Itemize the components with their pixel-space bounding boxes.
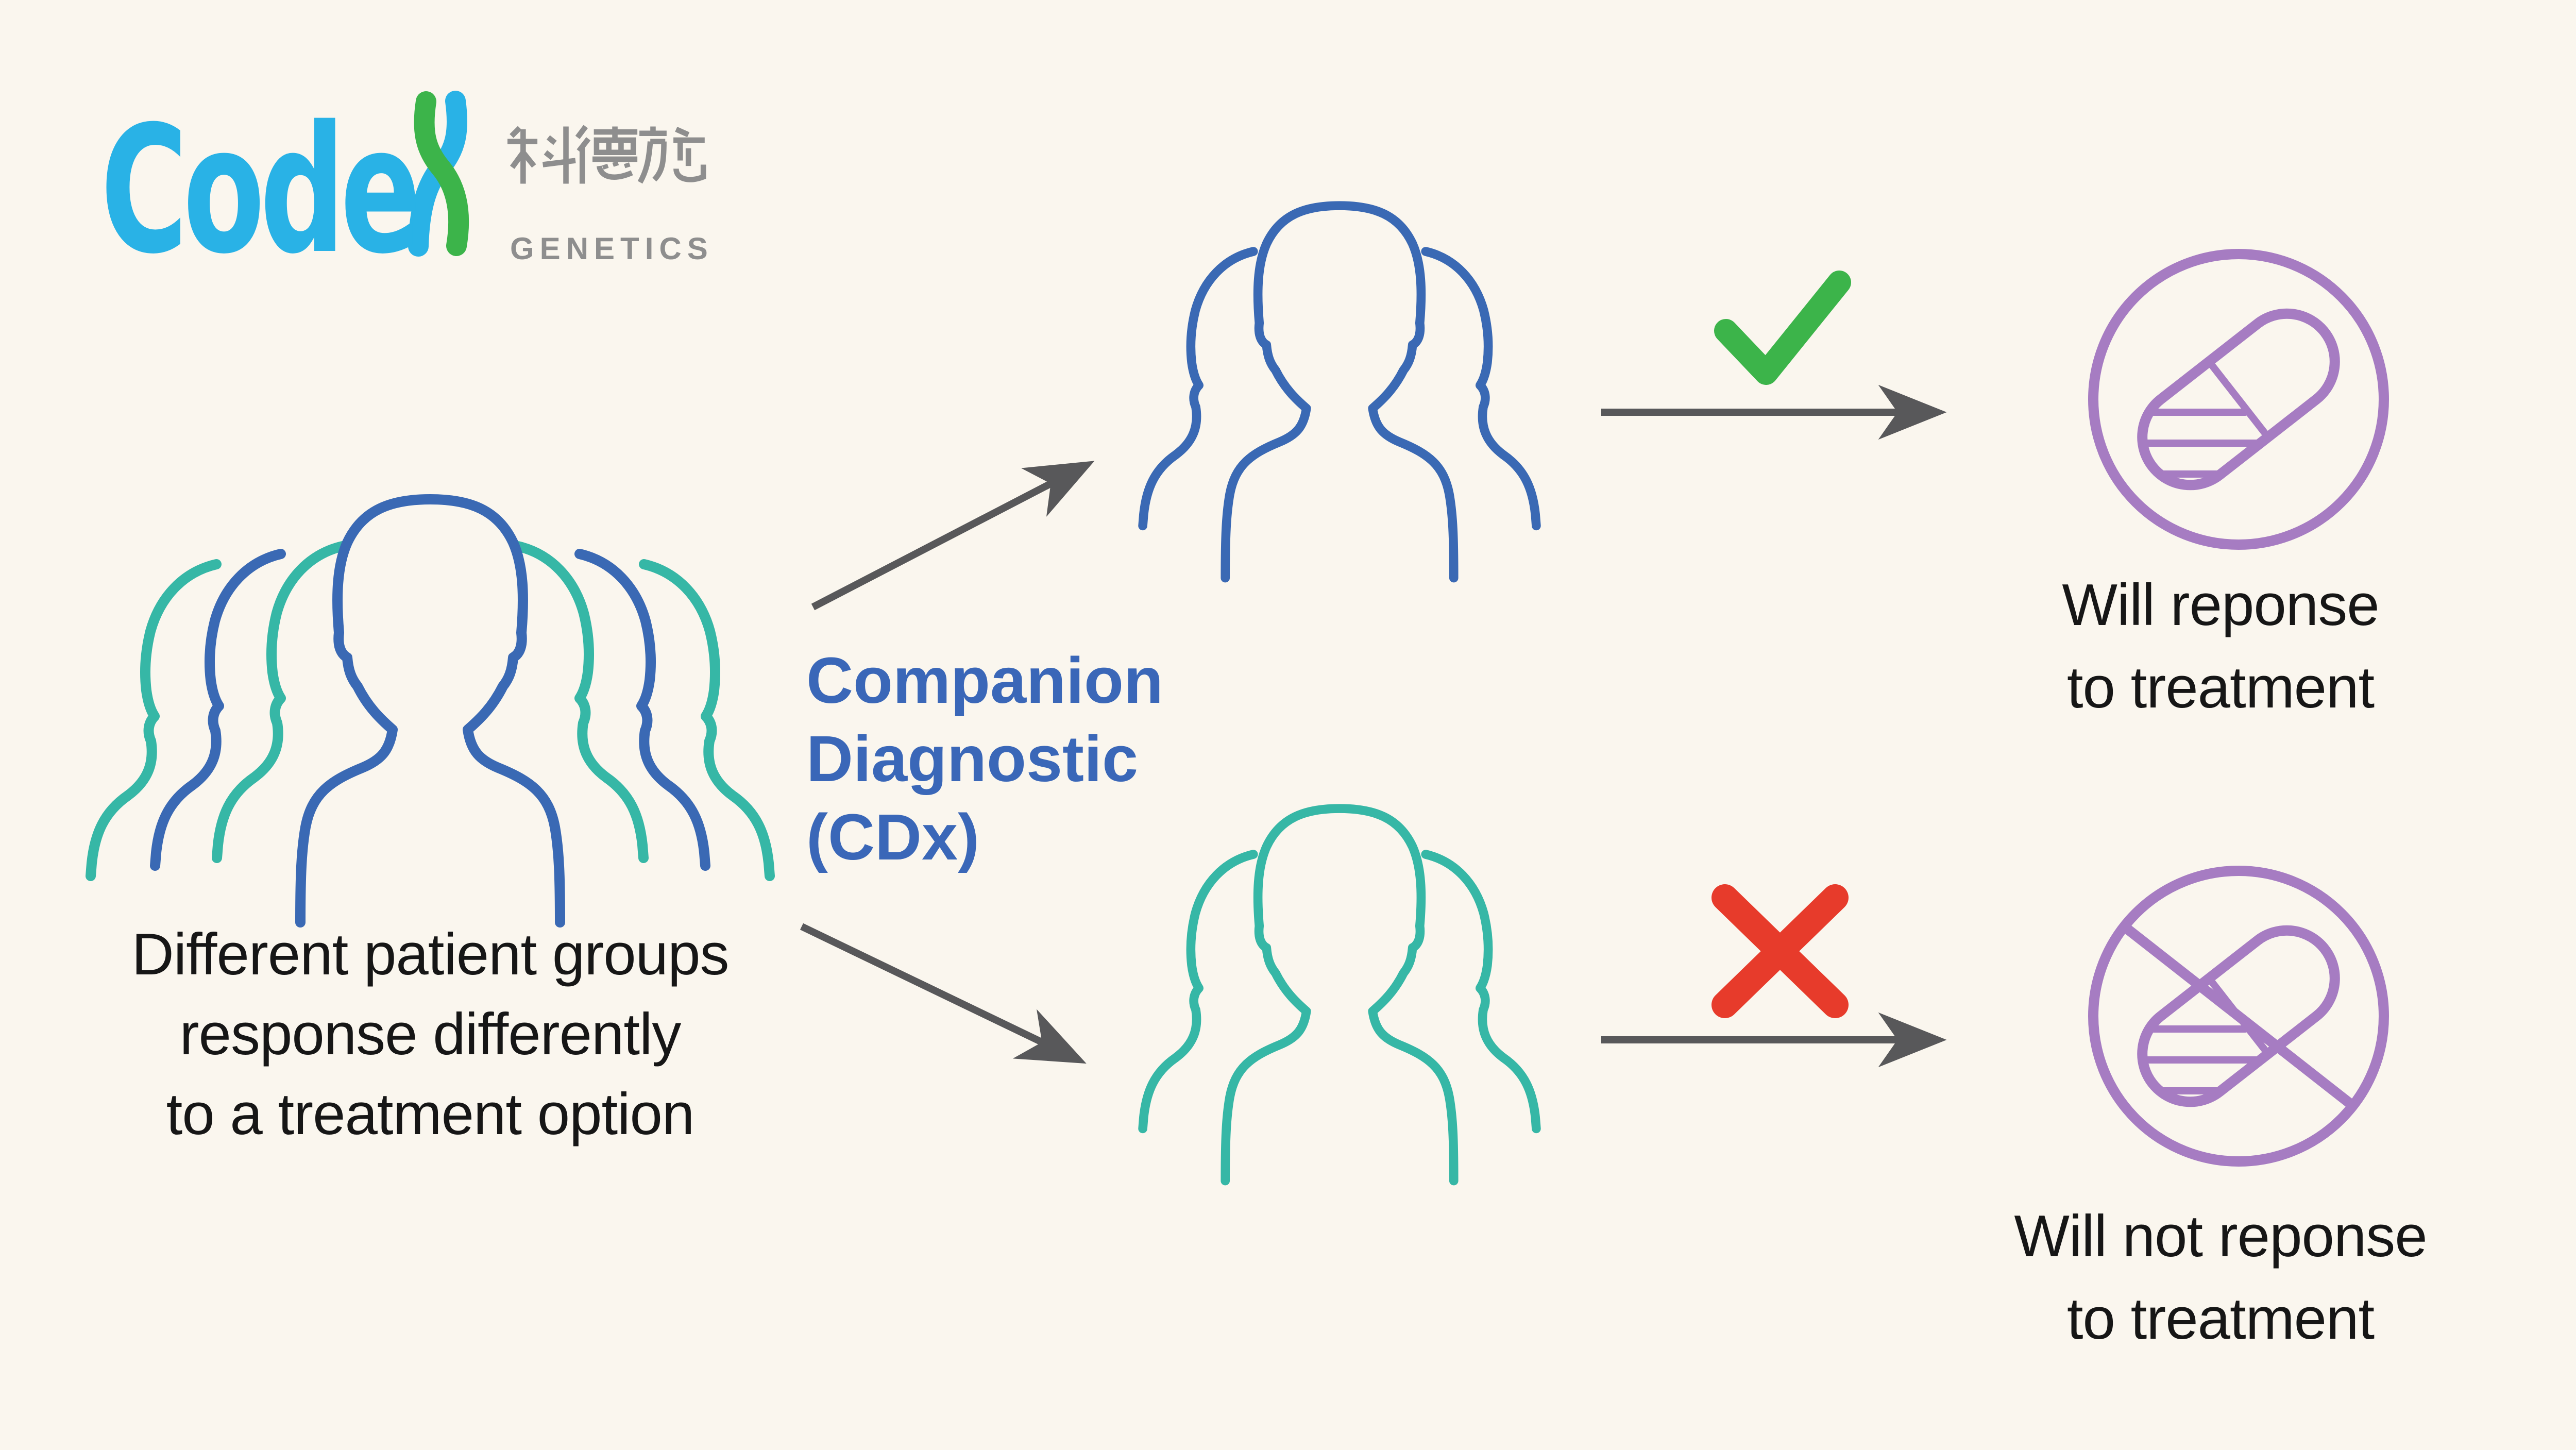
- checkmark-icon: [1714, 271, 1851, 385]
- caption-line: Different patient groups: [131, 922, 730, 987]
- logo-wordmark: Code: [100, 89, 421, 293]
- cdx-line: Diagnostic: [806, 722, 1139, 795]
- responders-group-icon: [1143, 206, 1536, 578]
- cdx-line: Companion: [806, 644, 1163, 717]
- caption-line: to a treatment option: [166, 1082, 695, 1147]
- cdx-label: Companion Diagnostic (CDx): [806, 642, 1270, 876]
- cdx-arrow-down-icon: [800, 923, 1087, 1064]
- patients-group-icon: [91, 499, 770, 922]
- pill-icon: [2088, 249, 2389, 550]
- cross-icon: [1711, 884, 1849, 1018]
- caption-line: to treatment: [2066, 1286, 2375, 1352]
- cdx-arrow-up-icon: [811, 461, 1095, 611]
- caption-line: Will reponse: [2062, 572, 2379, 638]
- caption-line: Will not reponse: [2014, 1204, 2427, 1269]
- caption-line: response differently: [179, 1002, 682, 1067]
- patients-caption: Different patient groups response differ…: [70, 915, 791, 1154]
- logo-genetics-label: GENETICS: [510, 231, 714, 266]
- pill-crossed-icon: [2088, 866, 2389, 1167]
- cdx-line: (CDx): [806, 801, 979, 873]
- logo-chinese-text: [507, 125, 706, 184]
- caption-line: to treatment: [2066, 655, 2375, 720]
- prohibition-slash-icon: [2121, 922, 2357, 1110]
- logo-x-icon: [408, 91, 469, 257]
- responders-caption: Will reponse to treatment: [1976, 564, 2465, 729]
- nonresponders-caption: Will not reponse to treatment: [1976, 1195, 2465, 1360]
